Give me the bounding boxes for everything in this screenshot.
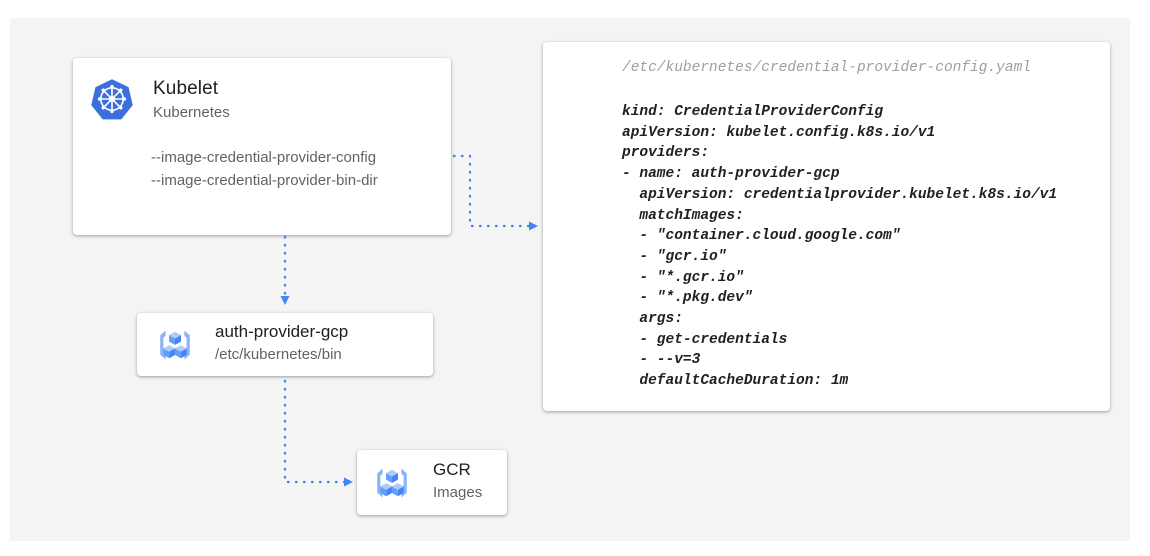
kubelet-title: Kubelet xyxy=(153,78,219,99)
auth-provider-title: auth-provider-gcp xyxy=(215,322,349,341)
auth-provider-gcp-card[interactable]: auth-provider-gcp /etc/kubernetes/bin xyxy=(137,313,433,376)
credential-provider-config-panel[interactable]: /etc/kubernetes/credential-provider-conf… xyxy=(543,42,1110,411)
kubelet-subtitle: Kubernetes xyxy=(153,104,230,121)
gcr-card[interactable]: GCR Images xyxy=(357,450,507,515)
gcr-title: GCR xyxy=(433,460,471,479)
container-registry-icon xyxy=(369,460,415,506)
kubelet-card[interactable]: Kubelet Kubernetes --image-credential-pr… xyxy=(73,58,451,235)
kubernetes-helm-icon xyxy=(90,77,134,121)
kubelet-flag-config: --image-credential-provider-config xyxy=(151,149,377,166)
yaml-content: kind: CredentialProviderConfig apiVersio… xyxy=(622,104,1058,390)
container-registry-icon xyxy=(152,322,198,368)
gcr-subtitle: Images xyxy=(433,484,483,501)
kubelet-flag-bin-dir: --image-credential-provider-bin-dir xyxy=(151,172,378,189)
kubelet-flag-list: --image-credential-provider-config --ima… xyxy=(151,146,378,192)
yaml-file-path: /etc/kubernetes/credential-provider-conf… xyxy=(622,60,1031,76)
auth-provider-subtitle: /etc/kubernetes/bin xyxy=(215,346,342,363)
